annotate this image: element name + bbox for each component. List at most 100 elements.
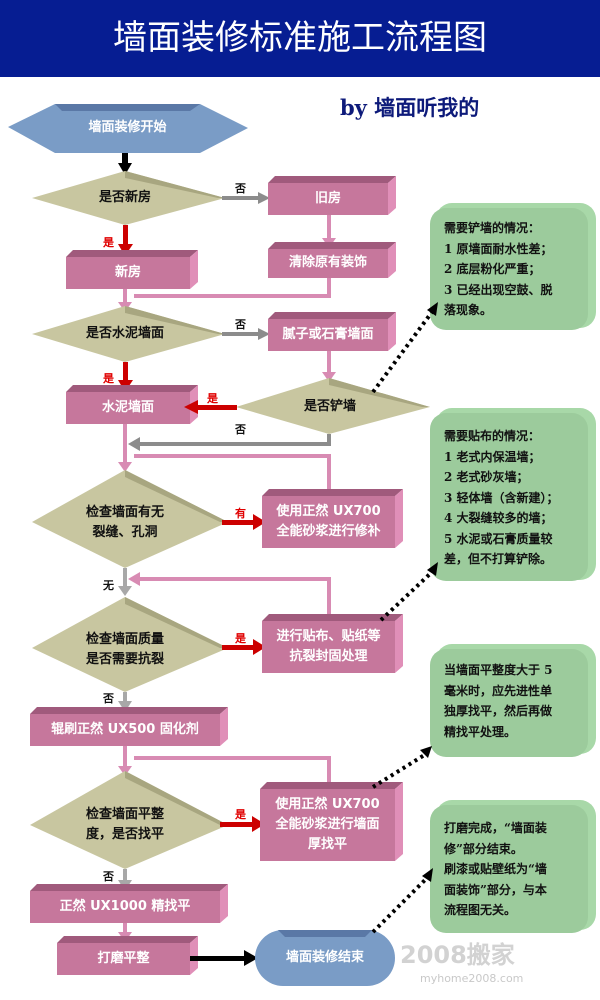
decision-flat-label-1: 检查墙面平整 — [85, 807, 164, 822]
edge-label-yes-4: 是 — [235, 632, 246, 645]
decision-shovel-label: 是否铲墙 — [303, 399, 356, 414]
process-putty-wall — [268, 312, 396, 351]
connector-4 — [123, 746, 127, 768]
arrow-no-4 — [123, 692, 127, 704]
watermark-logo: 2008搬家 — [400, 941, 515, 969]
decision-cracks-label-2: 裂缝、孔洞 — [92, 525, 158, 540]
edge-label-none: 无 — [103, 579, 114, 592]
note-line: 差，但不打算铲除。 — [444, 552, 553, 566]
callout-line-shovel — [371, 310, 434, 394]
process-ux1000 — [30, 884, 228, 923]
decision-quality — [32, 597, 228, 692]
decision-flatness — [30, 771, 228, 869]
connector-3 — [134, 577, 331, 581]
edge-label-no-1: 否 — [235, 182, 246, 195]
start-label: 墙面装修开始 — [88, 120, 167, 135]
arrow-no-3-head — [128, 437, 140, 451]
arrow-flow-2 — [327, 351, 331, 376]
arrow-yes-5 — [220, 822, 256, 827]
watermark-url: myhome2008.com — [420, 972, 524, 985]
cloth-label-2: 抗裂封固处理 — [289, 649, 368, 664]
decision-cement-wall — [32, 306, 225, 362]
edge-label-yes-3: 是 — [207, 392, 218, 405]
process-sanding — [57, 936, 198, 975]
callout-head-shovel — [427, 302, 438, 316]
note-cloth: 需要贴布的情况： 1 老式内保温墙； 2 老式砂灰墙； 3 轻体墙（含新建）； … — [444, 426, 589, 570]
repair-label-2: 全能砂浆进行修补 — [276, 524, 381, 539]
arrow-no-4-head — [118, 701, 132, 712]
callout-line-finish — [371, 876, 429, 934]
end-label: 墙面装修结束 — [285, 950, 364, 965]
putty-wall-label: 腻子或石膏墙面 — [282, 327, 374, 342]
connector-1b — [134, 294, 331, 298]
process-new-house — [66, 250, 198, 289]
note-finish: 打磨完成，“墙面装 修”部分结束。 刷漆或贴壁纸为“墙 面装饰”部分，与本 流程… — [444, 818, 584, 921]
connector-2b — [134, 454, 331, 458]
callout-head-flatness — [420, 746, 432, 758]
connector-1 — [327, 278, 331, 298]
arrow-has-head — [253, 514, 266, 530]
decision-cracks — [32, 470, 228, 568]
connector-4c — [327, 756, 331, 786]
edge-label-no-3: 否 — [235, 423, 246, 436]
clear-decor-label: 清除原有装饰 — [288, 255, 367, 270]
arrow-flow-1 — [327, 215, 331, 243]
arrow-yes-4 — [222, 645, 257, 650]
note-line: 4 大裂缝较多的墙； — [444, 511, 553, 525]
connector-2 — [123, 424, 127, 466]
connector-5 — [123, 923, 127, 935]
note-cloth-box — [430, 408, 596, 581]
note-line: 2 底层粉化严重； — [444, 262, 541, 276]
edge-label-yes-5: 是 — [235, 808, 246, 821]
new-house-label: 新房 — [114, 265, 141, 280]
arrow-no-2-head — [258, 328, 270, 340]
arrow-yes-3-head — [184, 400, 198, 414]
repair-label-1: 使用正然 UX700 — [276, 504, 381, 519]
decision-cement-label: 是否水泥墙面 — [85, 326, 164, 341]
note-line: 毫米时，应先进性单 — [444, 683, 553, 698]
note-line: 需要铲墙的情况： — [444, 221, 541, 235]
note-line: 1 原墙面耐水性差； — [444, 241, 553, 256]
connector-2-head — [118, 462, 132, 472]
connector-2c — [327, 454, 331, 494]
connector-3b — [327, 577, 331, 622]
process-ux500 — [30, 707, 228, 746]
decision-quality-label-2: 是否需要抗裂 — [85, 652, 164, 667]
callout-head-finish — [422, 868, 433, 882]
note-line: 2 老式砂灰墙； — [444, 470, 529, 484]
arrow-flow-2-head — [322, 372, 336, 382]
process-thick-level — [260, 782, 403, 861]
arrow-yes-1 — [123, 225, 128, 247]
arrow-to-end-head — [244, 950, 258, 966]
process-old-house — [268, 176, 396, 215]
arrow-no-5 — [123, 869, 127, 883]
note-line: 精找平处理。 — [444, 724, 517, 739]
note-finish-box — [430, 800, 596, 933]
decision-new-house — [32, 171, 225, 225]
note-line: 修”部分结束。 — [444, 841, 523, 856]
old-house-label: 旧房 — [314, 191, 341, 206]
note-shovel: 需要铲墙的情况： 1 原墙面耐水性差； 2 底层粉化严重； 3 已经出现空鼓、脱… — [444, 218, 584, 321]
arrow-start-head — [118, 163, 132, 175]
process-repair — [262, 489, 403, 548]
edge-label-no-5: 否 — [103, 870, 114, 883]
arrow-no-1-head — [258, 192, 270, 204]
note-line: 1 老式内保温墙； — [444, 449, 541, 464]
ux500-label: 辊刷正然 UX500 固化剂 — [51, 722, 199, 737]
arrow-none-head — [118, 586, 132, 596]
arrow-yes-2 — [123, 362, 128, 384]
process-cloth — [262, 614, 403, 673]
decision-new-house-label: 是否新房 — [98, 190, 151, 205]
decision-flat-label-2: 度，是否找平 — [85, 827, 164, 842]
note-flatness-box — [430, 644, 596, 757]
arrow-has — [222, 520, 257, 525]
arrow-yes-5-head — [252, 816, 265, 832]
decision-quality-label-1: 检查墙面质量 — [85, 632, 164, 647]
note-line: 独厚找平，然后再做 — [444, 704, 553, 718]
note-line: 3 轻体墙（含新建）； — [444, 490, 559, 505]
connector-4b — [134, 756, 331, 760]
sanding-label: 打磨平整 — [97, 951, 150, 966]
note-line: 流程图无关。 — [444, 903, 517, 917]
end-terminal — [255, 930, 395, 986]
